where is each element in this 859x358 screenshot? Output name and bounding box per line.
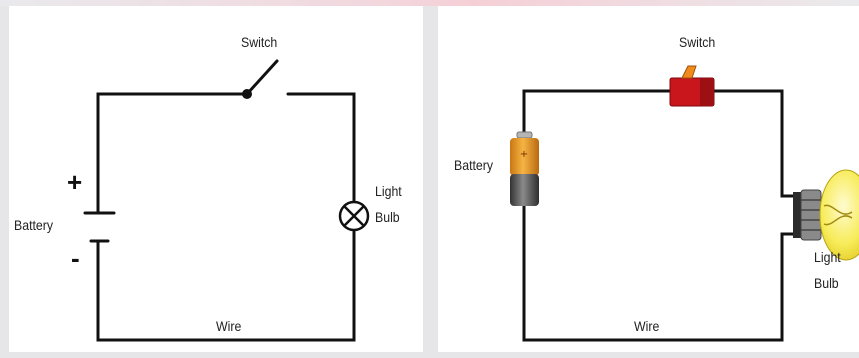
wire-top-left [96,92,249,215]
wire-top [522,89,794,198]
battery-label: Battery [454,157,494,173]
switch-label: Switch [241,34,278,50]
plus-sign: + [67,167,83,197]
minus-sign: - [71,243,80,273]
red-switch-icon [669,65,715,107]
schematic-circuit-drawing [83,59,370,342]
light-label-line1: Light [375,183,402,199]
switch-lever [245,59,279,96]
wire-label: Wire [634,318,660,334]
battery-cell-icon: + [510,131,539,206]
light-bulb-icon [793,169,859,261]
bulb-symbol-icon [338,200,370,232]
switch-label: Switch [679,34,716,50]
light-label-line2: Bulb [814,275,839,291]
battery-label: Battery [14,217,54,233]
svg-text:+: + [520,149,528,160]
switch-pivot [242,89,252,99]
light-label-line2: Bulb [375,209,400,225]
light-label-line1: Light [814,249,841,265]
pictorial-circuit-drawing: + [510,65,859,342]
wire-label: Wire [216,318,242,334]
wire-bottom [522,204,794,342]
top-band [0,0,859,6]
schematic-circuit-panel: Switch + - Battery Light Bulb Wire [9,6,423,352]
wire-bottom [96,229,356,342]
wire-top-right [286,92,356,203]
pictorial-circuit-panel: + Switch Battery Light Bulb Wire [438,6,859,352]
